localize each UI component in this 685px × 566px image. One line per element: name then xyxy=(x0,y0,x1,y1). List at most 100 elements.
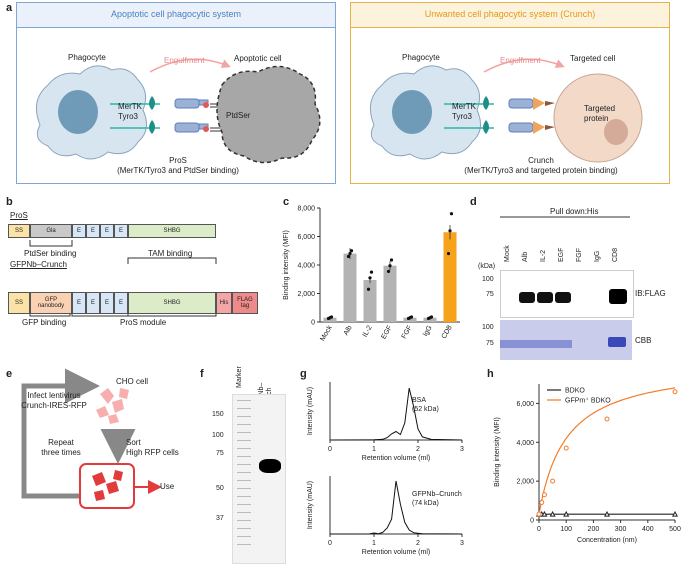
bottom-marker-100: 100 xyxy=(482,324,494,331)
engulfment-label-left: Engulfment xyxy=(164,56,205,65)
domain-egf-1: E xyxy=(72,224,86,238)
cbb-label: CBB xyxy=(635,336,652,345)
crunch-domain-gfp-nanobody: GFP nanobody xyxy=(30,292,72,314)
blot-lane-mock: Mock xyxy=(504,245,511,262)
ib-flag-label: IB:FLAG xyxy=(635,289,666,298)
pros-label: ProS(MerTK/Tyro3 and PtdSer binding) xyxy=(117,156,239,175)
c-xtick-alb: Alb xyxy=(343,324,354,336)
panel-a-right-header xyxy=(351,3,669,28)
domain-egf-2: E xyxy=(86,224,100,238)
h-point xyxy=(549,510,556,517)
h-xtick-label: 300 xyxy=(615,526,627,533)
g-xtick-label: 0 xyxy=(328,540,332,547)
targeted-cell-nucleus xyxy=(604,119,628,145)
g-xtick-label: 1 xyxy=(372,446,376,453)
c-xtick-cd8: CD8 xyxy=(441,324,454,340)
crunch-domain-shbg: SHBG xyxy=(128,292,216,314)
blot-lane-alb: Alb xyxy=(522,251,529,262)
c-point xyxy=(388,264,392,268)
band-egf xyxy=(555,292,571,303)
cho-cell-label: CHO cell xyxy=(116,377,149,386)
crunch-domain-egf-4: E xyxy=(114,292,128,314)
c-bar-egf xyxy=(383,265,397,322)
crunch-title: GFPNb–Crunch xyxy=(10,260,67,269)
g-xlabel: Retention volume (ml) xyxy=(362,455,430,462)
blot-lane-egf: EGF xyxy=(558,247,565,262)
g-xtick-label: 0 xyxy=(328,446,332,453)
g-xtick-label: 2 xyxy=(416,540,420,547)
top-marker-75: 75 xyxy=(486,291,494,298)
h-point xyxy=(550,478,556,484)
c-bar-cd8 xyxy=(443,232,457,322)
engulfment-arrow-right xyxy=(483,58,565,73)
h-ylabel: Binding intensity (MFI) xyxy=(494,417,501,487)
c-ytick-label: 6,000 xyxy=(297,234,315,241)
c-bar-fgf xyxy=(403,317,417,322)
ladder-bands xyxy=(237,400,251,550)
h-ytick-label: 4,000 xyxy=(516,440,534,447)
c-xtick-il-2: IL-2 xyxy=(362,324,374,338)
blot-lane-il-2: IL-2 xyxy=(540,249,547,262)
bottom-marker-75: 75 xyxy=(486,340,494,347)
h-xtick-label: 400 xyxy=(642,526,654,533)
engulfment-arrow-left xyxy=(149,58,231,73)
gel-marker-75: 75 xyxy=(216,450,224,457)
panel-label-a: a xyxy=(6,2,13,14)
h-xtick-label: 100 xyxy=(560,526,572,533)
panel-label-c: c xyxy=(283,196,290,208)
phagocyte-label-left: Phagocyte xyxy=(68,53,106,62)
g-ylabel: Intensity (mAU) xyxy=(307,387,314,435)
h-legend-label-0: BDKO xyxy=(565,388,585,395)
c-xtick-igg: IgG xyxy=(422,325,434,338)
h-ytick-label: 6,000 xyxy=(516,401,534,408)
c-xtick-mock: Mock xyxy=(319,324,334,342)
gel-marker-150: 150 xyxy=(212,411,224,418)
gel-marker-37: 37 xyxy=(216,515,224,522)
panel-label-f: f xyxy=(200,368,204,380)
crunch-domain-egf-1: E xyxy=(72,292,86,314)
gel-marker-100: 100 xyxy=(212,432,224,439)
panel-label-d: d xyxy=(470,196,477,208)
pros-module-label: ProS module xyxy=(120,318,167,327)
domain-ss: SS xyxy=(8,224,30,238)
tam-binding-label: TAM binding xyxy=(148,249,193,258)
c-point xyxy=(429,315,434,319)
g-xtick-label: 2 xyxy=(416,446,420,453)
g-annotation-2: (74 kDa) xyxy=(412,500,439,507)
g-trace xyxy=(329,480,463,535)
c-point xyxy=(368,276,372,280)
c-ylabel: Binding intensity (MFI) xyxy=(283,230,290,300)
ptdser-binding-label: PtdSer binding xyxy=(24,249,77,258)
c-ytick-label: 2,000 xyxy=(297,291,315,298)
crunch-domain-ss: SS xyxy=(8,292,30,314)
g-annotation-1: BSA xyxy=(412,397,426,404)
pulldown-title: Pull down:His xyxy=(550,207,599,216)
c-bar-il-2 xyxy=(363,279,377,322)
g-xtick-label: 3 xyxy=(460,446,464,453)
lane-marker-label: Marker xyxy=(236,366,243,388)
band-alb xyxy=(519,292,535,303)
panel-a-right-box: Unwanted cell phagocytic system (Crunch) xyxy=(350,2,670,184)
targeted-cell-label: Targeted cell xyxy=(570,54,616,63)
apoptotic-cell-label: Apoptotic cell xyxy=(234,54,282,63)
blot-lane-cd8: CD8 xyxy=(612,247,619,262)
h-xtick-label: 200 xyxy=(588,526,600,533)
chromatogram-bsa: 0 1 2 3 Intensity (mAU) Retention volume (ml)… xyxy=(307,382,464,462)
apoptotic-cell xyxy=(216,65,321,164)
g-annotation-1: GFPNb–Crunch xyxy=(412,491,462,498)
ptdser-label: PtdSer xyxy=(226,111,251,120)
c-point xyxy=(448,229,452,233)
panel-label-e: e xyxy=(6,368,13,380)
c-bar-alb xyxy=(343,253,357,322)
panel-a-left-box: Apoptotic cell phagocytic system xyxy=(16,2,336,184)
pulldown-line xyxy=(500,216,630,218)
engulfment-label-right: Engulfment xyxy=(500,56,541,65)
h-xtick-label: 500 xyxy=(669,526,681,533)
crunch-domain-egf-3: E xyxy=(100,292,114,314)
c-bar-mock xyxy=(323,317,337,322)
